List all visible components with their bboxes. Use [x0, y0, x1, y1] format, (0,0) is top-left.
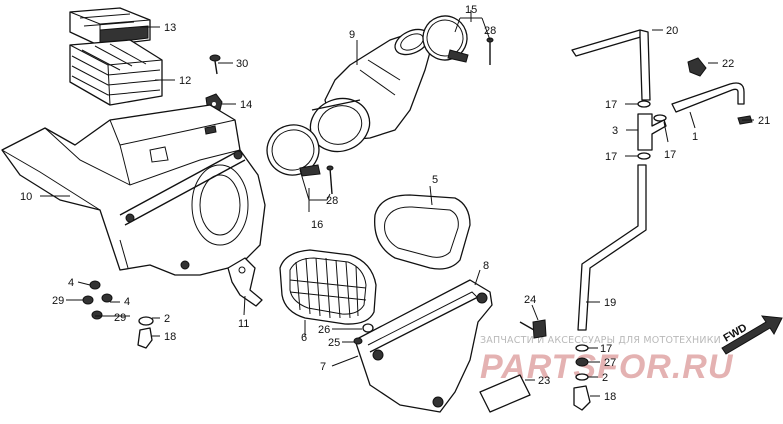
- part-12-filter-block: [69, 39, 163, 106]
- callout-29-upper: 29: [52, 295, 64, 307]
- part-26-25-grommets: [353, 323, 374, 345]
- callout-15: 15: [465, 4, 477, 16]
- callout-16: 16: [311, 219, 323, 231]
- callout-26: 26: [318, 324, 330, 336]
- callout-19: 19: [604, 297, 616, 309]
- callout-4-upper: 4: [68, 277, 74, 289]
- callout-29-lower: 29: [114, 312, 126, 324]
- callout-4-lower: 4: [124, 296, 130, 308]
- part-23-plate: [479, 374, 531, 413]
- callout-17-lower: 17: [600, 343, 612, 355]
- callout-7: 7: [320, 361, 326, 373]
- callout-10: 10: [20, 191, 32, 203]
- callout-2-right: 2: [602, 372, 608, 384]
- callout-1: 1: [692, 131, 698, 143]
- callout-28-top: 28: [484, 25, 496, 37]
- callout-17-upper: 17: [605, 99, 617, 111]
- leader-lines: [40, 10, 754, 397]
- callout-18-right: 18: [604, 391, 616, 403]
- callout-23: 23: [538, 375, 550, 387]
- callout-6: 6: [301, 332, 307, 344]
- part-10-air-box: [1, 104, 266, 276]
- callout-13: 13: [164, 22, 176, 34]
- callout-5: 5: [432, 174, 438, 186]
- part-11-bracket: [227, 257, 263, 307]
- callout-30: 30: [236, 58, 248, 70]
- callout-11: 11: [238, 318, 249, 330]
- part-5-foam-element: [374, 194, 471, 270]
- part-16-clamp: [266, 124, 334, 195]
- callout-14: 14: [240, 99, 252, 111]
- callout-9: 9: [349, 29, 355, 41]
- callout-17-middle: 17: [605, 151, 617, 163]
- part-9-intake-boot: [309, 28, 433, 153]
- callout-12: 12: [179, 75, 191, 87]
- left-hardware: [82, 280, 154, 349]
- part-6-paper-element: [279, 249, 377, 325]
- callout-27: 27: [604, 357, 616, 369]
- part-24-bolt: [519, 319, 547, 339]
- callout-21: 21: [758, 115, 770, 127]
- callout-3: 3: [612, 125, 618, 137]
- part-15-clamp: [422, 15, 494, 65]
- callout-18-left: 18: [164, 331, 176, 343]
- watermark-caption: ЗАПЧАСТИ И АКСЕССУАРЫ ДЛЯ МОТОТЕХНИКИ: [480, 335, 721, 346]
- callout-8: 8: [483, 260, 489, 272]
- fwd-arrow: FWD: [721, 315, 783, 355]
- part-7-side-cover: [354, 279, 493, 413]
- part-30-screw: [209, 54, 221, 75]
- callout-25: 25: [328, 337, 340, 349]
- callout-22: 22: [722, 58, 734, 70]
- part-13-top-cover: [69, 7, 151, 47]
- callouts: 13 12 30 14 10 9 15 28 28 16 5 4 29 4 29…: [20, 4, 770, 403]
- callout-24: 24: [524, 294, 536, 306]
- callout-28-lower: 28: [326, 195, 338, 207]
- callout-20: 20: [666, 25, 678, 37]
- callout-17-right: 17: [664, 149, 676, 161]
- breather-tubes: [571, 29, 753, 411]
- callout-2-left: 2: [164, 313, 170, 325]
